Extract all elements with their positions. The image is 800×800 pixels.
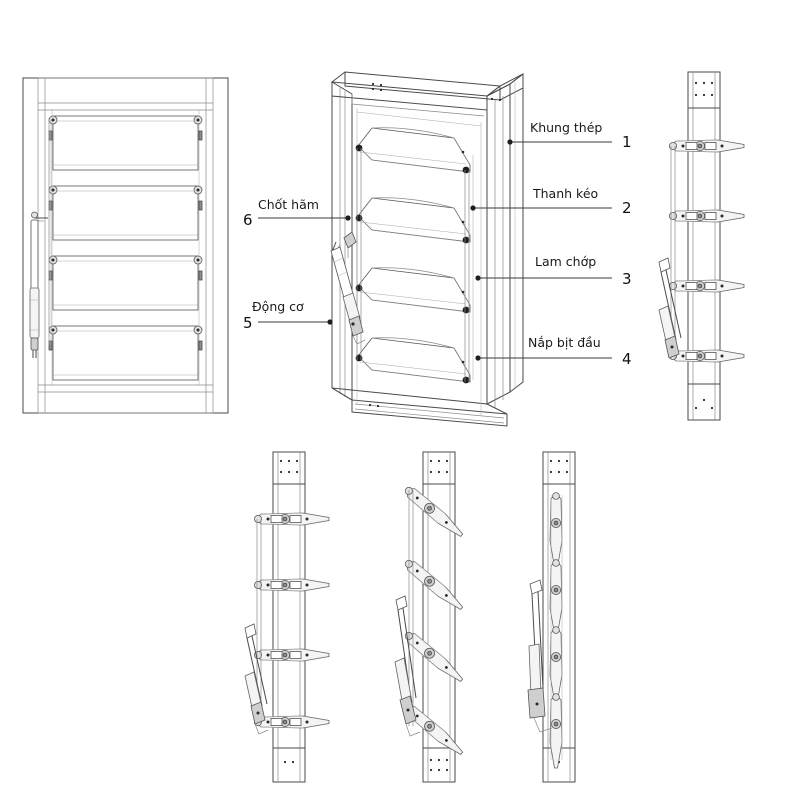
callout-number: 3 — [622, 270, 632, 288]
iso-louver-blade — [355, 267, 471, 314]
callout-number: 5 — [243, 314, 253, 332]
callout-label: Chốt hãm — [258, 197, 319, 212]
view-section-open-bottom — [244, 451, 330, 783]
leader-dot-icon — [475, 355, 481, 361]
front-louver-blades — [48, 115, 203, 381]
iso-actuator — [330, 241, 366, 345]
callout-5: Động cơ5 — [243, 299, 333, 332]
front-actuator — [29, 211, 48, 358]
callout-label: Thanh kéo — [532, 186, 598, 201]
callout-3: Lam chớp 3 — [475, 254, 632, 288]
view-section-closed — [527, 451, 576, 783]
leader-dot-icon — [345, 215, 351, 221]
callout-label: Lam chớp — [535, 254, 596, 269]
view-section-open-right — [658, 71, 745, 421]
callout-label: Khung thép — [530, 120, 602, 135]
section-actuator — [394, 595, 421, 737]
leader-dot-icon — [470, 205, 476, 211]
iso-louver-blade — [355, 197, 471, 244]
callout-6: Chốt hãm 6 — [243, 197, 351, 229]
iso-stop-pin — [343, 231, 357, 258]
callout-label: Động cơ — [252, 299, 304, 314]
section-actuator — [244, 623, 269, 735]
callout-4: Nắp bịt đầu 4 — [475, 335, 632, 368]
iso-louver-blade — [355, 337, 471, 384]
callout-number: 4 — [622, 350, 632, 368]
leader-dot-icon — [507, 139, 513, 145]
section-actuator — [527, 579, 553, 733]
callout-2: Thanh kéo 2 — [470, 186, 632, 217]
leader-dot-icon — [475, 275, 481, 281]
iso-louver-blade — [355, 127, 471, 174]
leader-dot-icon — [327, 319, 333, 325]
view-section-partial — [394, 451, 467, 783]
callout-number: 6 — [243, 211, 253, 229]
callout-1: Khung thép 1 — [507, 120, 632, 151]
callout-label: Nắp bịt đầu — [528, 335, 601, 350]
section-actuator — [658, 257, 682, 359]
callout-number: 2 — [622, 199, 632, 217]
callout-number: 1 — [622, 133, 632, 151]
view-isometric-assembly — [330, 71, 524, 427]
view-front-elevation — [22, 77, 229, 414]
